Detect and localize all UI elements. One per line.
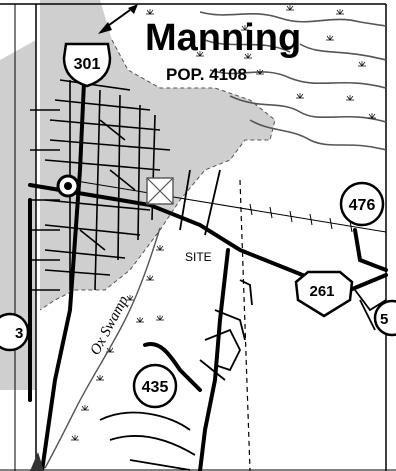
road-476 [353,228,388,272]
minor-roads [99,169,387,471]
route-3-number: 3 [15,325,23,342]
route-301-shield: 301 [62,42,112,88]
railroad [69,179,387,233]
route-476-number: 476 [349,197,376,214]
us-301-road [40,58,87,471]
route-261-number: 261 [309,283,334,300]
urban-area-west [0,40,36,390]
road-south-site [198,248,230,471]
town-population: POP. 4108 [166,65,247,84]
route-5-marker: 5 [373,299,396,337]
streams [199,11,387,151]
route-3-marker: 3 [0,312,30,352]
site-label: SITE [185,250,212,264]
town-name: Manning [145,17,301,59]
tower-icon [98,4,138,34]
road-435 [143,342,202,392]
route-261-marker: 261 [294,270,354,318]
boundary-dashed [239,179,251,471]
north-arrow-icon [30,452,44,471]
route-301-number: 301 [74,56,101,73]
circle-dot-icon [56,174,80,198]
ox-swamp-stream [44,227,161,469]
route-5-number: 5 [380,311,388,328]
route-476-marker: 476 [339,181,385,227]
crossed-box-icon [146,177,174,205]
route-435-number: 435 [142,379,169,396]
street-grid [30,79,171,291]
route-435-marker: 435 [132,363,178,409]
